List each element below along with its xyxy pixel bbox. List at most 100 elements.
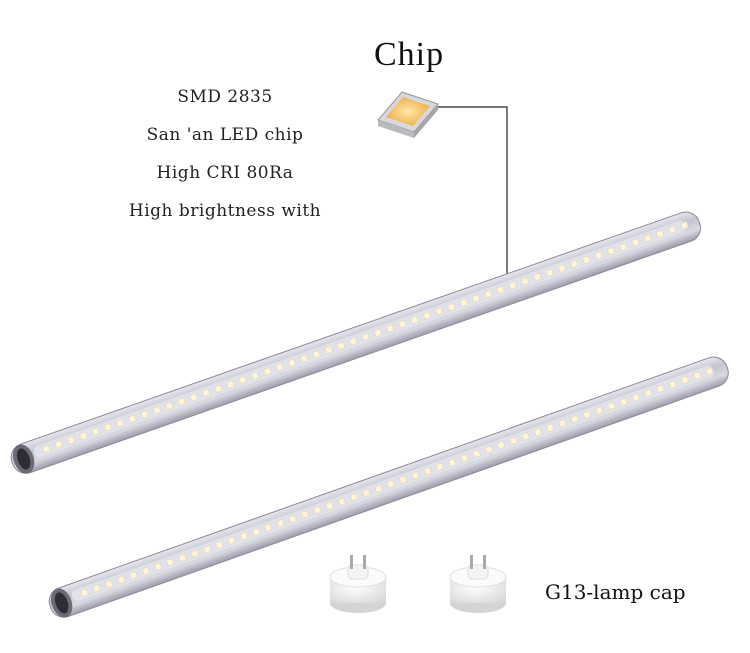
chip-leader-line (438, 106, 508, 276)
led-bead (177, 397, 186, 406)
led-bead (201, 388, 211, 398)
led-bead (386, 480, 396, 489)
led-bead (54, 440, 64, 449)
led-bead (190, 549, 199, 558)
led-bead (287, 358, 297, 368)
led-bead (264, 523, 273, 532)
led-bead (471, 294, 481, 303)
led-bead (607, 401, 616, 411)
led-bead (619, 242, 628, 252)
spec-line-brightness: High brightness with (128, 201, 322, 221)
led-bead (275, 363, 284, 372)
spec-line-chip-brand: San 'an LED chip (146, 125, 304, 145)
lamp-cap-icon (329, 555, 387, 613)
led-bead (508, 281, 517, 290)
led-bead (202, 545, 212, 554)
led-bead (448, 458, 457, 467)
led-bead (644, 388, 653, 398)
led-bead (435, 462, 445, 472)
led-bead (484, 290, 493, 299)
led-bead (533, 427, 543, 437)
led-bead (325, 501, 334, 511)
led-bead (521, 432, 530, 441)
led-bead (103, 423, 113, 432)
led-bead (643, 234, 652, 243)
led-bead (374, 484, 383, 493)
led-bead (398, 320, 407, 329)
led-bead (631, 393, 641, 402)
led-bead (349, 337, 358, 346)
led-bead (546, 423, 555, 432)
led-bead (128, 414, 137, 423)
led-bead (92, 584, 101, 593)
led-bead (141, 566, 150, 576)
led-bead (656, 384, 665, 393)
led-bead (594, 251, 603, 260)
led-tube-upper (10, 211, 702, 474)
led-bead (313, 506, 322, 515)
spec-line-chip-type: SMD 2835 (177, 87, 273, 107)
led-bead (129, 571, 138, 580)
spec-line-cri: High CRI 80Ra (156, 163, 294, 183)
led-bead (152, 406, 162, 415)
led-bead (91, 427, 100, 436)
led-bead (276, 519, 285, 528)
led-bead (520, 277, 530, 286)
led-bead (362, 488, 371, 498)
led-bead (472, 449, 481, 458)
led-bead (435, 307, 444, 316)
led-bead (570, 259, 579, 269)
led-bead (226, 380, 235, 389)
led-bead (140, 410, 149, 419)
led-bead (558, 419, 567, 428)
led-bead (582, 255, 591, 264)
led-bead (263, 367, 272, 376)
led-bead (399, 475, 408, 485)
led-bead (214, 384, 223, 393)
led-bead (104, 579, 114, 589)
led-bead (153, 562, 163, 571)
led-bead (557, 264, 567, 273)
lamp-cap-label: G13-lamp cap (545, 580, 686, 604)
led-bead (668, 225, 677, 234)
led-bead (631, 238, 640, 247)
led-bead (447, 302, 456, 312)
led-bead (361, 332, 370, 342)
led-bead (655, 229, 665, 239)
led-bead (582, 410, 592, 419)
led-bead (545, 268, 554, 277)
led-bead (324, 345, 333, 355)
led-bead (288, 514, 298, 524)
led-bead (423, 467, 432, 476)
led-bead (251, 527, 261, 537)
led-bead (79, 431, 88, 441)
led-bead (668, 380, 677, 389)
led-bead (227, 536, 236, 545)
led-bead (312, 350, 321, 359)
led-bead (693, 371, 702, 380)
led-bead (680, 375, 690, 385)
led-bead (460, 454, 469, 463)
lamp-cap-icon (449, 555, 507, 613)
led-bead (411, 471, 420, 480)
led-bead (117, 575, 126, 584)
led-bead (496, 285, 505, 294)
led-bead (459, 298, 468, 307)
led-bead (215, 540, 224, 550)
led-bead (116, 418, 125, 428)
led-bead (251, 371, 260, 380)
led-bead (300, 354, 309, 363)
led-bead (385, 324, 395, 333)
led-bead (606, 247, 616, 256)
led-bead (42, 444, 51, 453)
led-bead (336, 341, 346, 350)
led-bead (166, 558, 175, 567)
led-bead (595, 406, 604, 415)
led-bead (484, 445, 494, 454)
led-bead (337, 497, 347, 506)
led-bead (422, 311, 432, 320)
led-bead (509, 436, 518, 445)
led-bead (349, 493, 359, 502)
led-bead (165, 401, 174, 411)
